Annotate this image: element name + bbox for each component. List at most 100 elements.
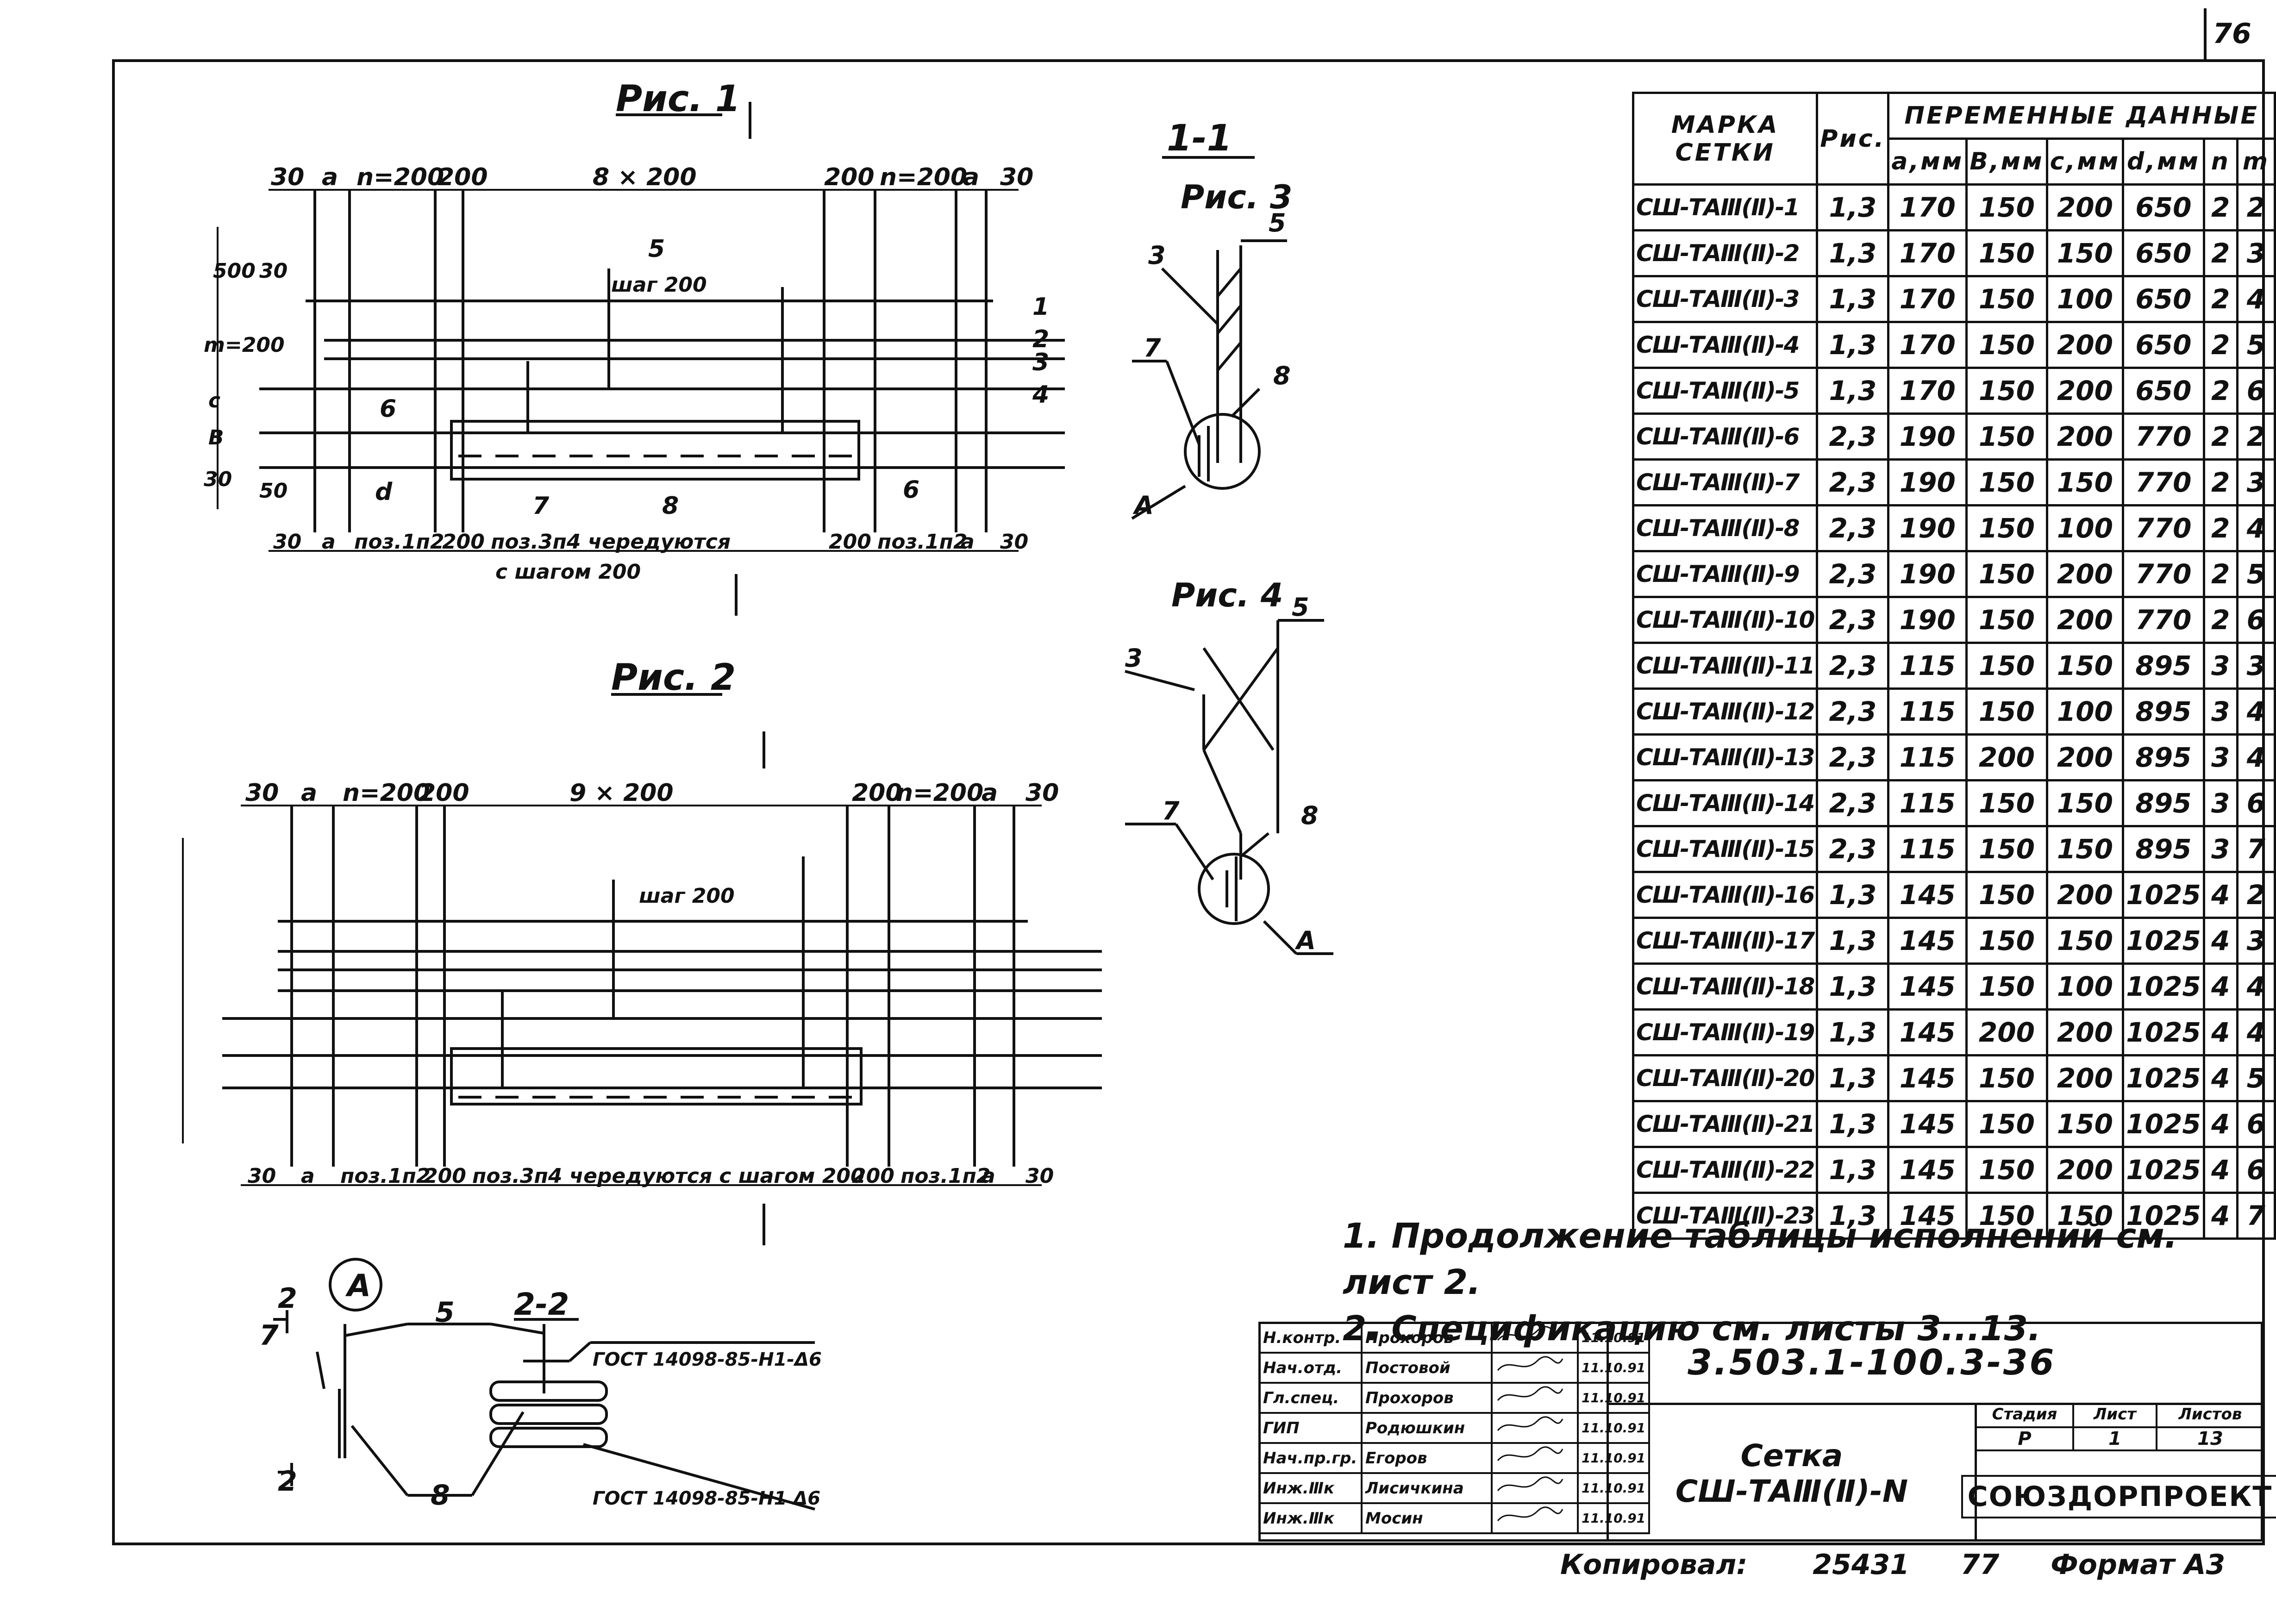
table-cell: 150 [1965, 596, 2048, 644]
approval-role: Нач.пр.гр. [1258, 1442, 1363, 1474]
table-cell: 5 [2236, 550, 2276, 598]
table-header-row: МАРКА СЕТКИ Рис. ПЕРЕМЕННЫЕ ДАННЫЕ [1632, 92, 2276, 186]
fig1-dim-top: a [322, 163, 338, 191]
table-cell: 770 [2122, 596, 2205, 644]
table-cell: 200 [1965, 1008, 2048, 1056]
mesh-mark-cell: СШ-ТАⅢ(Ⅱ)-3 [1632, 275, 1819, 323]
fig3-title: Рис. 3 [1181, 178, 1293, 216]
table-cell: 770 [2122, 504, 2205, 552]
header-mark: МАРКА СЕТКИ [1632, 92, 1819, 186]
fig2-dim-bottom: поз.3п4 чередуются с шагом 200 [472, 1164, 865, 1188]
fig1-dim-left: m=200 [204, 333, 285, 357]
table-cell: 3 [2236, 229, 2276, 277]
table-cell: 200 [2045, 412, 2125, 461]
approval-name: Егоров [1361, 1442, 1493, 1474]
table-cell: 1025 [2122, 871, 2205, 919]
table-cell: 115 [1887, 687, 1968, 736]
approval-name: Родюшкин [1361, 1412, 1493, 1444]
table-cell: 200 [2045, 733, 2125, 781]
organization-cell: СОЮЗДОРПРОЕКТ [1961, 1451, 2276, 1542]
table-cell: 200 [2045, 550, 2125, 598]
table-cell: 2 [2202, 412, 2238, 461]
table-cell: 5 [2236, 1054, 2276, 1102]
table-cell: 2 [2202, 321, 2238, 369]
fig1-title: Рис. 1 [616, 78, 740, 120]
table-cell: 2,3 [1816, 412, 1890, 461]
fig2-dim-top: 200 [419, 779, 469, 807]
table-cell: 4 [2202, 917, 2238, 965]
fig1-dim-top: 30 [1000, 163, 1033, 191]
table-cell: 895 [2122, 642, 2205, 690]
gost-bottom: ГОСТ 14098-85-Н1 Δ6 [593, 1488, 820, 1509]
table-cell: 4 [2236, 687, 2276, 736]
table-cell: 1025 [2122, 1008, 2205, 1056]
table-cell: 3 [2236, 917, 2276, 965]
table-cell: 2,3 [1816, 642, 1890, 690]
table-cell: 2 [2202, 504, 2238, 552]
fig1-dim-top: 8 × 200 [593, 163, 697, 191]
table-cell: 150 [1965, 825, 2048, 873]
table-cell: 150 [1965, 367, 2048, 415]
fig1-pos-label: 5 [648, 235, 665, 263]
table-cell: 150 [2045, 229, 2125, 277]
table-cell: 150 [1965, 275, 2048, 323]
table-cell: 6 [2236, 367, 2276, 415]
title-line-1: Сетка [1740, 1437, 1843, 1474]
fig1-pos-label: d [375, 478, 393, 506]
fig3-label: 7 [1144, 333, 1161, 362]
fig1-dim-bottom: 30 [273, 530, 301, 554]
table-cell: 1,3 [1816, 275, 1890, 323]
table-cell: 145 [1887, 917, 1968, 965]
signature [1491, 1472, 1579, 1504]
fig4-label: 3 [1125, 643, 1143, 673]
table-cell: 1025 [2122, 1146, 2205, 1194]
detail-label: 5 [435, 1296, 455, 1329]
signature [1491, 1382, 1579, 1414]
table-cell: 6 [2236, 779, 2276, 827]
note-item: 1. Продолжение таблицы исполнений см. ли… [1343, 1216, 2177, 1302]
table-cell: 150 [1965, 321, 2048, 369]
fig1-dim-left: B [208, 426, 224, 450]
table-cell: 170 [1887, 183, 1968, 231]
title-cell: Сетка СШ-ТАⅢ(Ⅱ)-N [1607, 1405, 1977, 1542]
mesh-mark-cell: СШ-ТАⅢ(Ⅱ)-7 [1632, 458, 1819, 506]
fig1-dim-left: c [208, 389, 220, 412]
stage-value: Р [1977, 1428, 2074, 1451]
table-cell: 150 [1965, 1146, 2048, 1194]
fig1-pos-label: 3 [1032, 349, 1049, 376]
variable-data-table: МАРКА СЕТКИ Рис. ПЕРЕМЕННЫЕ ДАННЫЕ a,мм … [1632, 92, 2276, 1240]
table-cell: 770 [2122, 412, 2205, 461]
fig2-dim-bottom: поз.1п2 [900, 1164, 991, 1188]
table-cell: 1025 [2122, 1192, 2205, 1240]
table-cell: 170 [1887, 367, 1968, 415]
table-cell: 1,3 [1816, 1146, 1890, 1194]
table-cell: 150 [1965, 917, 2048, 965]
fig1-pos-label: 7 [532, 492, 550, 520]
table-cell: 1,3 [1816, 229, 1890, 277]
signature [1491, 1412, 1579, 1444]
fig1-dim-bottom: поз.3п4 чередуются [491, 530, 731, 554]
table-cell: 190 [1887, 412, 1968, 461]
table-cell: 2,3 [1816, 733, 1890, 781]
table-cell: 895 [2122, 687, 2205, 736]
fig2-dim-top: 200 [852, 779, 902, 807]
fig1-dim-left: 50 [259, 479, 288, 503]
table-cell: 1,3 [1816, 367, 1890, 415]
fig1-dim-bottom: поз.1п2 [877, 530, 968, 554]
section-2-title: 2-2 [514, 1287, 569, 1322]
table-cell: 150 [1965, 458, 2048, 506]
fig4-label: 7 [1162, 796, 1180, 825]
doc-code: 3.503.1-100.3-36 [1688, 1342, 2056, 1383]
table-cell: 190 [1887, 504, 1968, 552]
table-cell: 1025 [2122, 1054, 2205, 1102]
mesh-mark-cell: СШ-ТАⅢ(Ⅱ)-13 [1632, 733, 1819, 781]
approval-role: Гл.спец. [1258, 1382, 1363, 1414]
callout-a: A [345, 1268, 371, 1304]
